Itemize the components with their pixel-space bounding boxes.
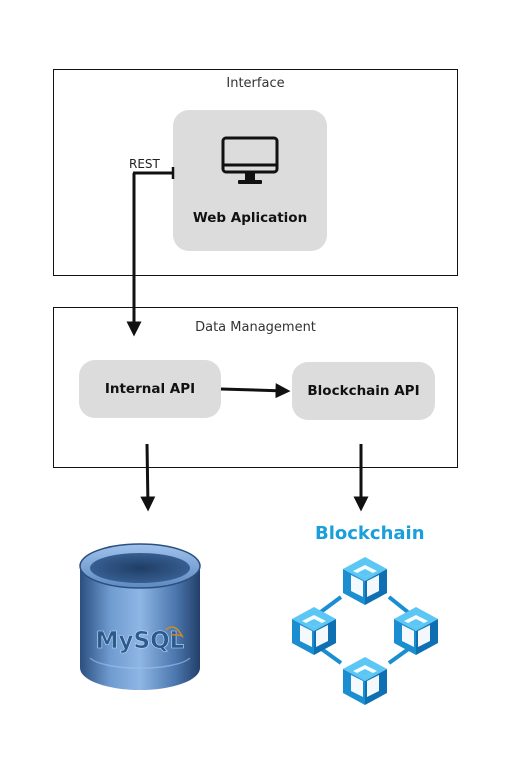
rest-label: REST [129, 157, 160, 171]
web-application-label: Web Aplication [192, 209, 308, 226]
web-application-card: Web Aplication [173, 110, 327, 251]
interface-title: Interface [226, 76, 285, 91]
blockchain-network-icon [292, 557, 438, 705]
mysql-label: MySQL [96, 628, 185, 654]
mysql-database-icon: MySQL [79, 543, 201, 690]
data-management-title: Data Management [195, 320, 316, 335]
rest-connector [126, 167, 175, 337]
internal-to-mysql-arrow [140, 443, 156, 512]
blockchain-api-card: Blockchain API [292, 362, 435, 420]
monitor-icon [221, 136, 279, 184]
blockchain-title: Blockchain [315, 523, 425, 544]
internal-to-blockchain-arrow [220, 383, 291, 399]
internal-api-card: Internal API [79, 360, 221, 418]
